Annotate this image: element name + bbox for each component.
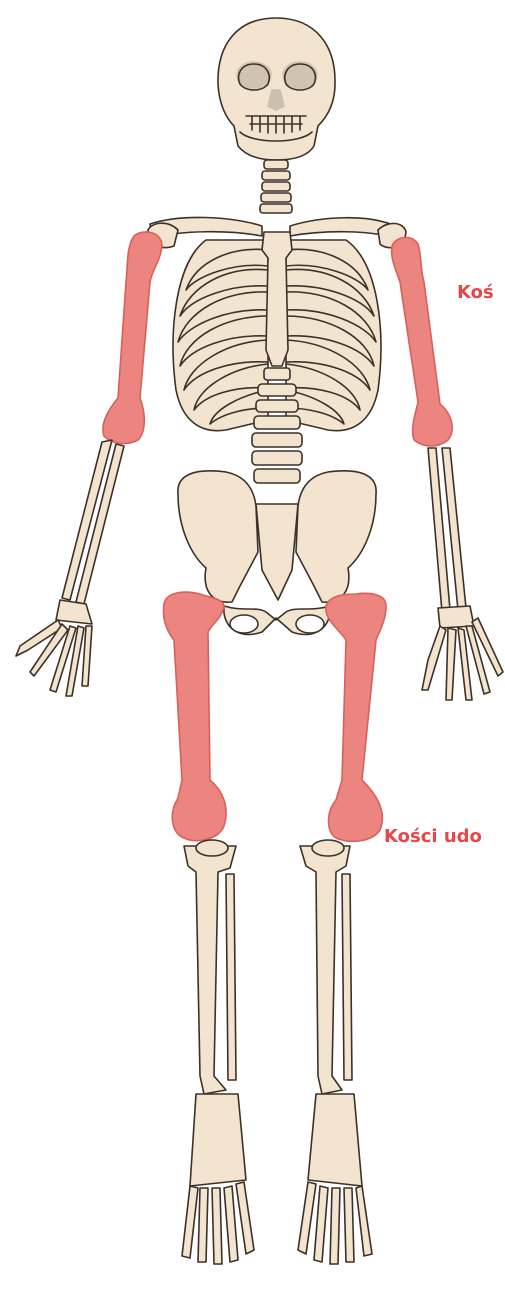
right-hand [422, 606, 503, 700]
left-lower-leg [184, 840, 236, 1094]
cervical-spine [260, 160, 292, 213]
lumbar-spine [252, 368, 302, 483]
left-humerus [103, 232, 162, 444]
right-femur [326, 593, 386, 841]
right-foot [298, 1094, 372, 1264]
humerus-label: Koś [457, 282, 494, 303]
left-hand [16, 600, 92, 696]
skull [218, 18, 335, 160]
left-femur [163, 592, 226, 841]
left-foot [182, 1094, 254, 1264]
right-humerus [392, 237, 453, 446]
left-forearm [62, 440, 124, 604]
right-forearm [428, 448, 466, 612]
femur-label: Kości udo [384, 826, 482, 847]
right-lower-leg [300, 840, 352, 1094]
